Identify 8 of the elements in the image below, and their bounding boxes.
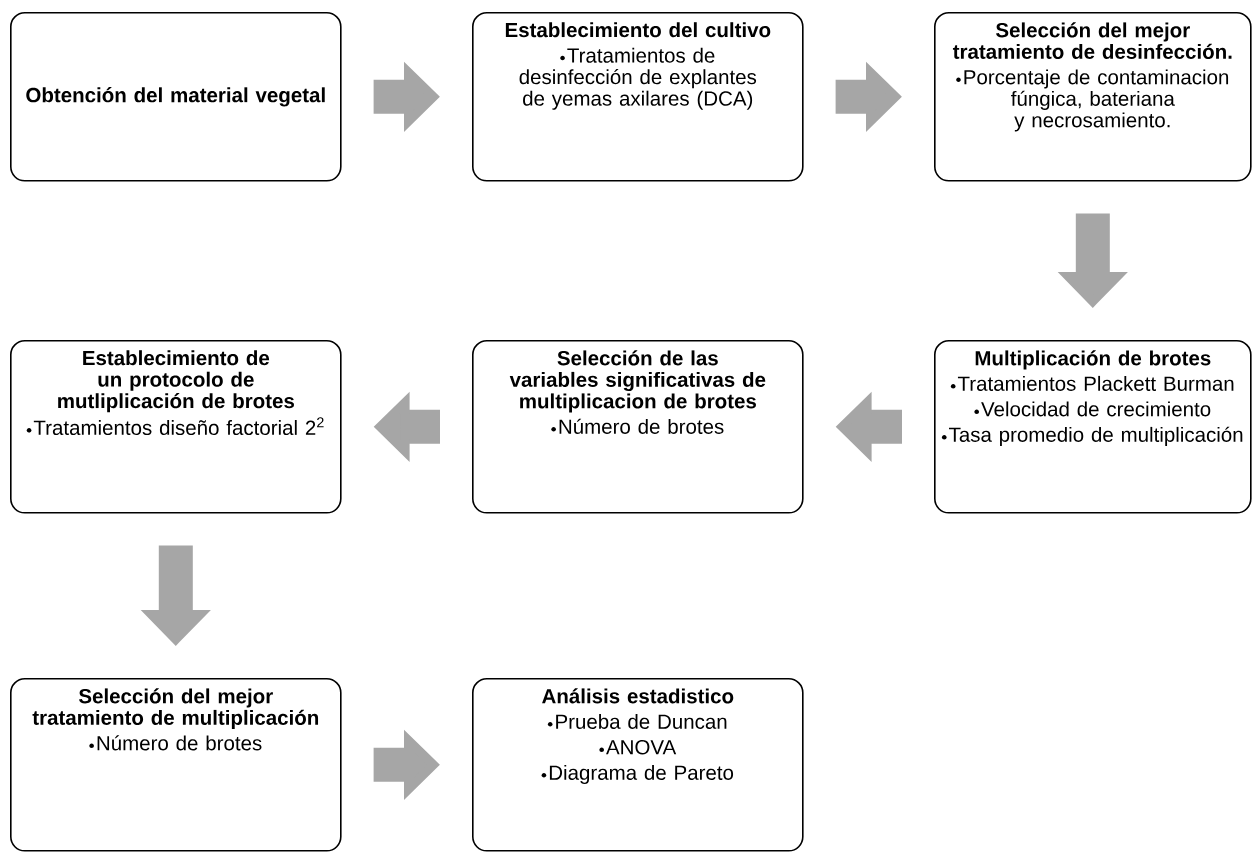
- process-box: Establecimiento del cultivo Tratamientos de desinfección de explantes de yemas axilares (DCA): [472, 12, 804, 182]
- process-box: Análisis estadistico Prueba de Duncan ANOVA Diagrama de Pareto: [472, 678, 804, 852]
- process-box: Obtención del material vegetal: [10, 12, 342, 182]
- process-box: Selección de las variables significativas de multiplicacion de brotes Número de brotes: [472, 340, 804, 514]
- process-box: Selección del mejor tratamiento de multiplicación Número de brotes: [10, 678, 342, 852]
- process-box: Multiplicación de brotes Tratamientos Plackett Burman Velocidad de crecimiento Tasa promedio de multiplicación: [934, 340, 1252, 514]
- process-box: Selección del mejor tratamiento de desinfección. Porcentaje de contaminacion fúngica, bateriana y necrosamiento.: [934, 12, 1252, 182]
- process-box: Establecimiento de un protocolo de mutliplicación de brotes Tratamientos diseño factorial 2$^{2}$: [10, 340, 342, 514]
